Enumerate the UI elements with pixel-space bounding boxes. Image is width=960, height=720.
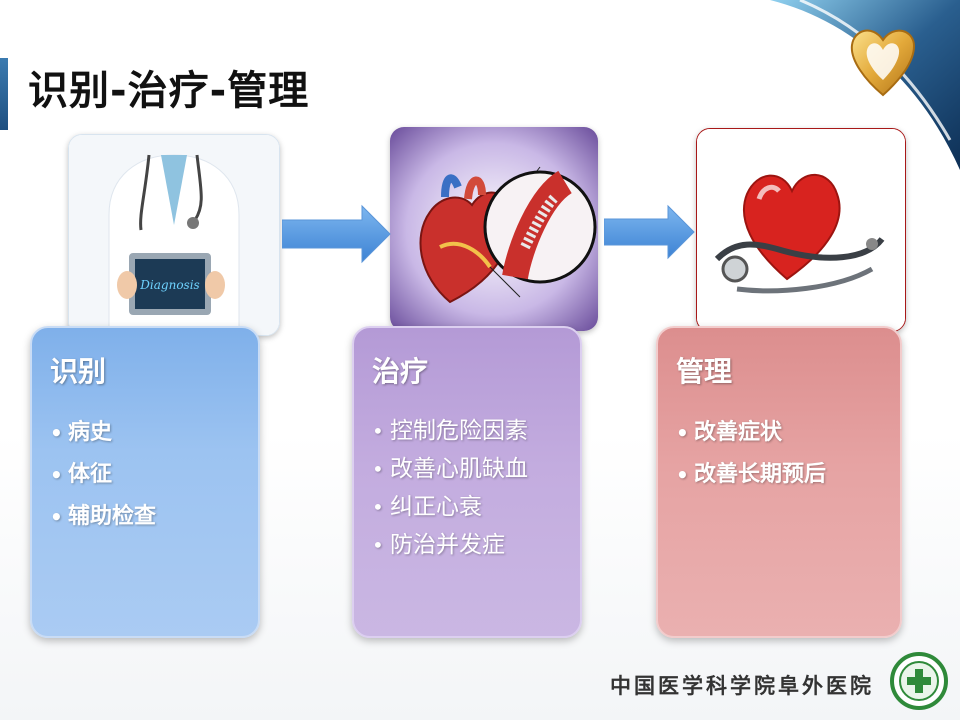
arrow-right-icon [282, 204, 391, 264]
card-list: 改善症状 改善长期预后 [676, 412, 882, 496]
card-treatment: 治疗 控制危险因素 改善心肌缺血 纠正心衰 防治并发症 [352, 326, 582, 638]
slide-title: 识别-治疗-管理 [28, 68, 310, 114]
list-item: 控制危险因素 [372, 412, 562, 450]
list-item: 防治并发症 [372, 526, 562, 564]
card-title: 管理 [676, 355, 733, 388]
corner-decoration [770, 0, 960, 170]
card-title: 治疗 [372, 355, 429, 388]
list-item: 改善心肌缺血 [372, 450, 562, 488]
list-item: 辅助检查 [50, 496, 240, 538]
diagnosis-screen-text: Diagnosis [139, 278, 199, 292]
card-list: 控制危险因素 改善心肌缺血 纠正心衰 防治并发症 [372, 412, 562, 564]
heart-stethoscope-image [696, 128, 906, 332]
card-title: 识别 [50, 355, 107, 388]
hospital-logo-icon [890, 652, 948, 710]
list-item: 改善长期预后 [676, 454, 882, 496]
hospital-name: 中国医学科学院阜外医院 [610, 673, 874, 698]
heart-stent-image [390, 127, 598, 331]
list-item: 改善症状 [676, 412, 882, 454]
heart-logo-icon [850, 29, 916, 97]
list-item: 纠正心衰 [372, 488, 562, 526]
title-accent-bar [0, 58, 8, 130]
list-item: 体征 [50, 454, 240, 496]
card-identification: 识别 病史 体征 辅助检查 [30, 326, 260, 638]
arrow-right-icon [604, 204, 695, 260]
card-list: 病史 体征 辅助检查 [50, 412, 240, 538]
doctor-diagnosis-image: Diagnosis [68, 134, 280, 336]
card-management: 管理 改善症状 改善长期预后 [656, 326, 902, 638]
list-item: 病史 [50, 412, 240, 454]
